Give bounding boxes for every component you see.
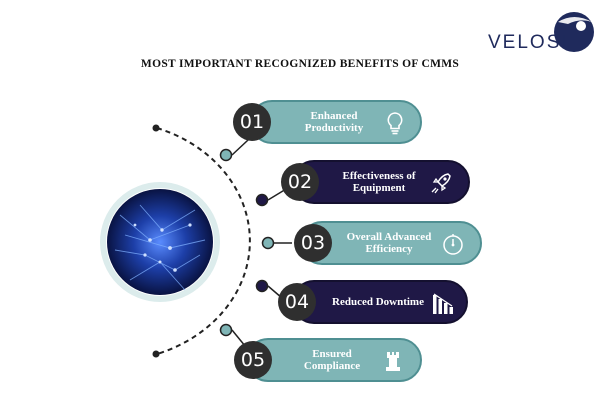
logo-globe-icon [554,12,594,52]
benefit-number-04: 04 [278,283,316,321]
benefit-pill-05: Ensured Compliance [246,338,422,382]
benefit-pill-01: Enhanced Productivity [250,100,422,144]
arc-end-dot-bottom [152,350,160,358]
benefit-label: Reduced Downtime [332,295,424,308]
page-title: MOST IMPORTANT RECOGNIZED BENEFITS OF CM… [140,58,460,70]
benefit-label: Enhanced Productivity [304,109,364,134]
node-05 [219,323,233,337]
node-02 [255,193,269,207]
gauge-icon [443,234,463,255]
lightbulb-icon [387,112,403,135]
benefit-label: Overall Advanced Efficiency [346,230,432,255]
node-03 [261,236,275,250]
node-04 [255,279,269,293]
benefit-pill-04: Reduced Downtime [292,280,468,324]
benefit-number-02: 02 [281,163,319,201]
logo-text: VELOSI [488,32,569,53]
rook-tower-icon [386,352,400,371]
rocket-icon [431,173,451,194]
benefit-label: Ensured Compliance [303,347,361,372]
benefit-number-05: 05 [234,341,272,379]
benefit-number-03: 03 [294,224,332,262]
node-01 [219,148,233,162]
dashed-arc [156,127,251,355]
benefit-label: Effectiveness of Equipment [342,169,416,194]
arc-end-dot-top [152,124,160,132]
declining-bar-chart-icon [433,293,453,314]
velosi-logo: VELOSI [488,8,600,60]
benefit-pill-02: Effectiveness of Equipment [292,160,470,204]
benefit-number-01: 01 [233,103,271,141]
